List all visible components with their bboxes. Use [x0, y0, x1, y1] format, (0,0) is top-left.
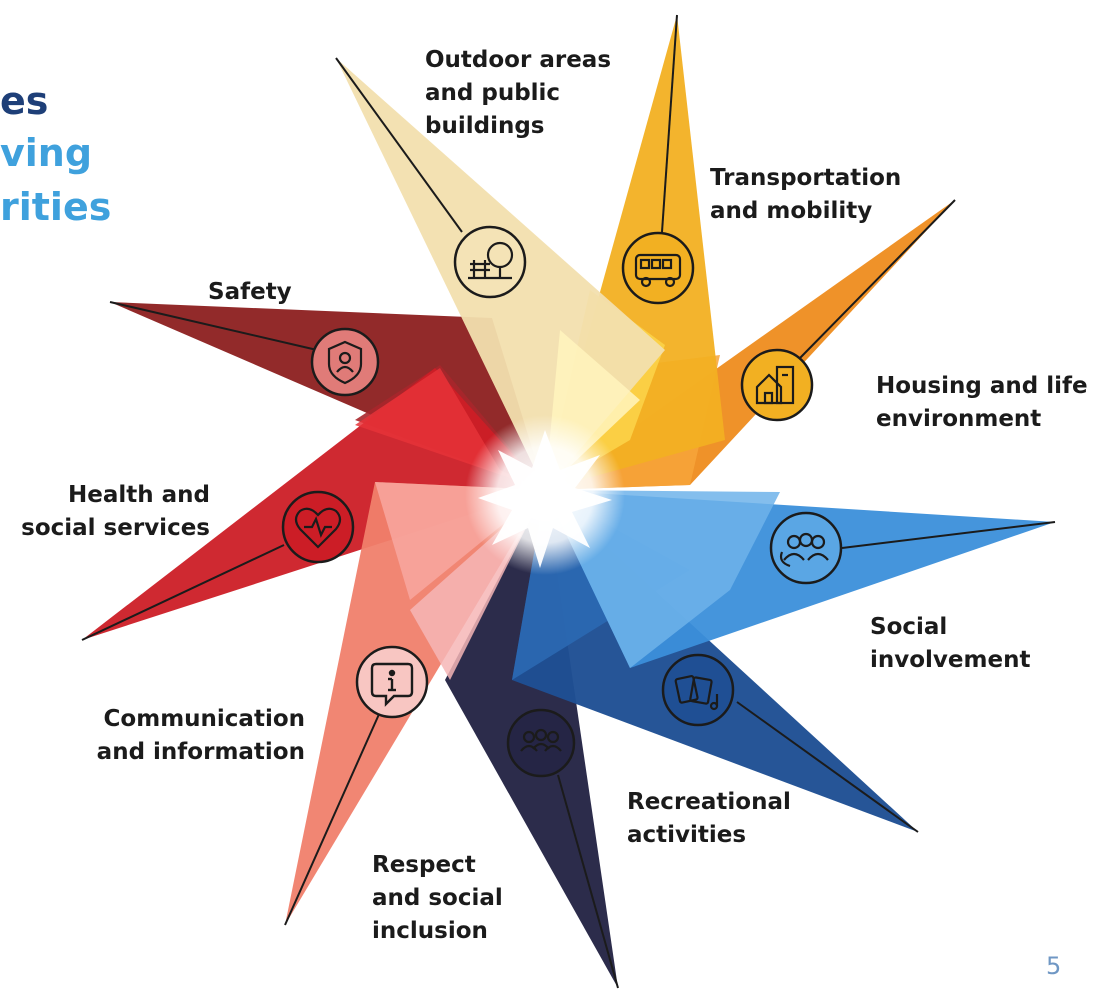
label-respect-line-3: inclusion: [372, 918, 488, 944]
label-safety-line-1: Safety: [208, 279, 292, 305]
leader-social: [841, 521, 1056, 549]
park-tree-bench-icon: [468, 241, 514, 280]
label-transport-line-2: and mobility: [710, 198, 873, 224]
label-outdoor-line-1: Outdoor areas: [425, 47, 612, 73]
shield-person-icon: [327, 340, 363, 385]
label-recreational-line-1: Recreational: [627, 789, 791, 815]
center-glow: [465, 415, 625, 575]
label-communication: Communication and information: [97, 703, 305, 769]
label-recreational-line-2: activities: [627, 822, 747, 848]
leader-outdoor: [335, 57, 463, 233]
house-building-icon: [755, 365, 795, 405]
label-housing: Housing and life environment: [876, 370, 1088, 436]
icon-health-group: [281, 490, 355, 564]
arm-health-light: [355, 368, 545, 490]
heading-line-2: ving: [0, 131, 93, 175]
people-circle-icon: [520, 728, 562, 752]
label-housing-line-2: environment: [876, 406, 1042, 432]
label-respect: Respect and social inclusion: [372, 849, 503, 948]
icon-transport-group: [621, 231, 695, 305]
leader-respect: [557, 774, 619, 989]
cards-music-icon: [674, 675, 719, 711]
icon-respect-group: [506, 708, 576, 778]
heading-line-1: es: [0, 79, 49, 123]
label-communication-line-2: and information: [96, 739, 305, 765]
heart-pulse-icon: [294, 507, 342, 549]
leader-health: [81, 544, 285, 641]
leader-communication: [284, 711, 381, 926]
leader-transport: [661, 14, 678, 233]
label-respect-line-1: Respect: [372, 852, 476, 878]
icon-outdoor-group: [453, 225, 527, 299]
label-outdoor: Outdoor areas and public buildings: [425, 44, 611, 143]
label-outdoor-line-2: and public: [425, 80, 561, 106]
icon-communication-group: [355, 645, 429, 719]
label-health-line-1: Health and: [68, 482, 210, 508]
label-outdoor-line-3: buildings: [425, 113, 545, 139]
icon-recreational-group: [661, 653, 735, 727]
icon-safety-group: [310, 327, 380, 397]
label-social-line-1: Social: [870, 614, 948, 640]
label-social-involvement: Social involvement: [870, 611, 1030, 677]
label-transport-line-1: Transportation: [710, 165, 902, 191]
label-transport: Transportation and mobility: [710, 162, 901, 228]
icon-social-group: [769, 511, 843, 585]
info-speech-icon: [370, 662, 414, 707]
label-respect-line-2: and social: [372, 885, 503, 911]
page-number: 5: [1046, 952, 1062, 980]
leader-lines: [81, 14, 1056, 989]
leader-recreational: [736, 701, 919, 833]
label-communication-line-1: Communication: [103, 706, 305, 732]
leader-safety: [109, 301, 318, 351]
label-health: Health and social services: [21, 479, 210, 545]
people-group-icon: [779, 532, 829, 568]
heading-line-3: rities: [0, 185, 112, 229]
bus-icon: [634, 253, 682, 288]
leader-housing: [799, 199, 956, 359]
label-health-line-2: social services: [21, 515, 210, 541]
label-safety: Safety: [208, 276, 292, 309]
icon-housing-group: [740, 348, 814, 422]
label-social-line-2: involvement: [870, 647, 1031, 673]
label-recreational: Recreational activities: [627, 786, 791, 852]
label-housing-line-1: Housing and life: [876, 373, 1088, 399]
